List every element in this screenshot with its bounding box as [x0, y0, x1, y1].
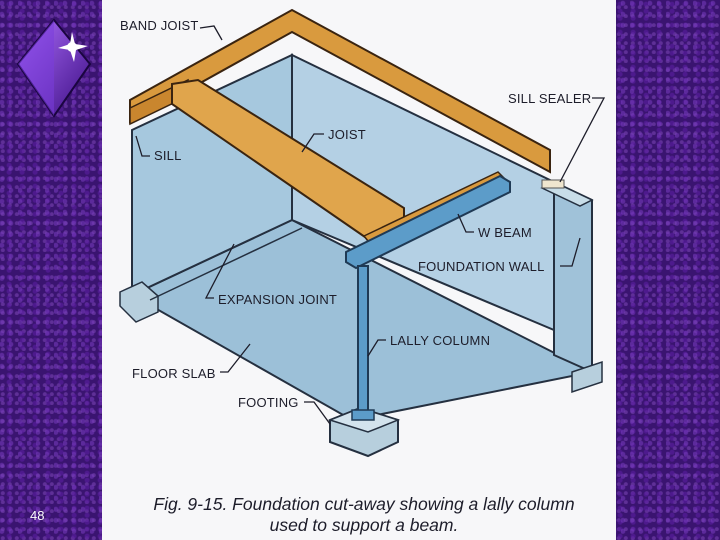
label-sill: SILL — [154, 148, 182, 163]
label-band-joist: BAND JOIST — [120, 18, 199, 33]
caption-line-1: Fig. 9-15. Foundation cut-away showing a… — [153, 494, 575, 514]
label-footing: FOOTING — [238, 395, 299, 410]
leader-w-beam — [457, 213, 474, 233]
label-w-beam: W BEAM — [478, 225, 532, 240]
left-footing — [119, 281, 159, 323]
leader-joist — [301, 133, 324, 153]
figure-caption: Fig. 9-15. Foundation cut-away showing a… — [124, 494, 604, 536]
leader-sill-sealer — [559, 97, 606, 183]
w-beam — [345, 174, 511, 270]
front-foundation-wall — [553, 180, 593, 374]
expansion-joint-line — [149, 227, 303, 301]
foundation-diagram: BAND JOIST SILL SEALER JOIST SILL W BEAM… — [119, 8, 606, 458]
label-sill-sealer: SILL SEALER — [508, 91, 591, 106]
diamond-star-ornament — [16, 18, 92, 118]
label-lally-column: LALLY COLUMN — [390, 333, 490, 348]
leader-band-joist — [199, 25, 223, 41]
leader-expansion-joint — [204, 243, 235, 299]
label-floor-slab: FLOOR SLAB — [132, 366, 216, 381]
label-joist: JOIST — [328, 127, 366, 142]
caption-line-2: used to support a beam. — [269, 515, 459, 535]
label-foundation-wall: FOUNDATION WALL — [418, 259, 545, 274]
leader-lally-column — [367, 339, 386, 357]
lally-column — [357, 265, 369, 417]
sill-sealer — [541, 179, 565, 189]
label-expansion-joint: EXPANSION JOINT — [218, 292, 337, 307]
leader-floor-slab — [220, 343, 251, 373]
right-footing — [571, 360, 603, 394]
leader-footing — [304, 401, 331, 425]
leader-sill — [135, 135, 150, 157]
leader-foundation-wall — [560, 237, 581, 267]
page-number: 48 — [30, 508, 45, 523]
